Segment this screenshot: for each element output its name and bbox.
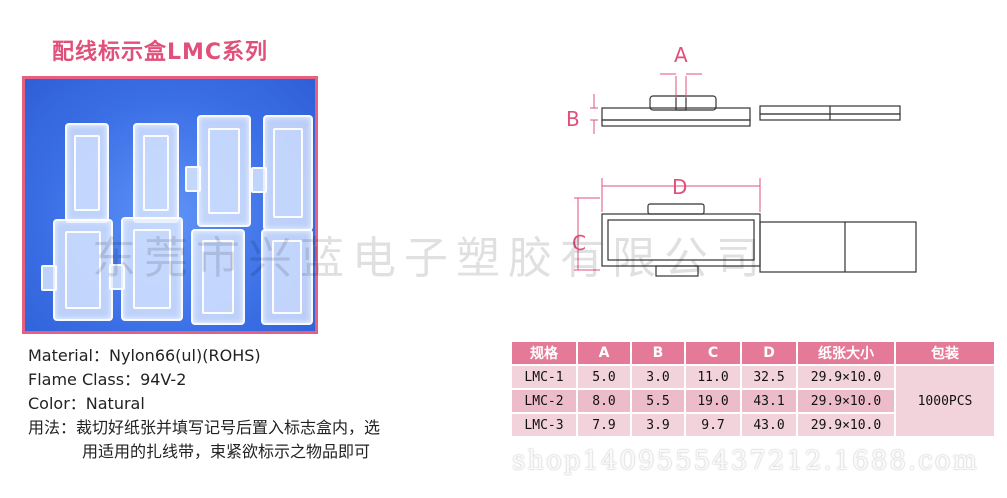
table-header-row: 规格 A B C D 纸张大小 包装 <box>510 340 996 366</box>
label-holder-clip <box>109 217 183 321</box>
company-watermark: 东莞市兴蓝电子塑胶有限公司 <box>92 233 768 284</box>
dimension-label-a: A <box>674 43 688 67</box>
cell-c: 9.7 <box>684 412 742 438</box>
usage-line-1: 用法：裁切好纸张并填写记号后置入标志盒内，选 <box>28 418 381 437</box>
table-row: LMC-2 8.0 5.5 19.0 43.1 29.9×10.0 <box>510 388 995 414</box>
dimension-label-c: C <box>572 231 586 255</box>
label-holder-clip <box>261 229 313 325</box>
label-holder-clip <box>251 115 313 231</box>
technical-drawing: A B D C <box>566 43 917 277</box>
cell-b: 3.0 <box>630 364 686 390</box>
column-header: D <box>740 340 798 366</box>
column-header: 规格 <box>510 340 578 366</box>
product-photo <box>22 76 318 334</box>
label-holder-clip <box>133 123 179 223</box>
label-holder-clip <box>191 229 245 325</box>
spec-list: Material：Nylon66(ul)(ROHS) Flame Class：9… <box>28 344 380 464</box>
material-spec: Material：Nylon66(ul)(ROHS) <box>28 346 261 365</box>
flame-class-spec: Flame Class：94V-2 <box>28 370 187 389</box>
cell-c: 19.0 <box>684 388 742 414</box>
cell-b: 5.5 <box>630 388 686 414</box>
model-cell: LMC-1 <box>510 364 578 390</box>
model-cell: LMC-2 <box>510 388 578 414</box>
cell-a: 8.0 <box>576 388 632 414</box>
dimension-label-d: D <box>672 175 687 199</box>
label-holder-clip <box>65 123 109 223</box>
page-title: 配线标示盒LMC系列 <box>52 40 269 65</box>
paper-size-cell: 29.9×10.0 <box>796 412 896 438</box>
shop-url-watermark: shop1409555437212.1688.com <box>512 446 979 476</box>
column-header: 包装 <box>894 340 996 366</box>
dimension-label-b: B <box>566 107 580 131</box>
color-spec: Color：Natural <box>28 394 145 413</box>
spec-table: 规格 A B C D 纸张大小 包装 LMC-1 5.0 3.0 11.0 32… <box>510 340 996 438</box>
table-row: LMC-3 7.9 3.9 9.7 43.0 29.9×10.0 <box>510 412 995 438</box>
column-header: A <box>576 340 632 366</box>
cell-a: 7.9 <box>576 412 632 438</box>
cell-d: 32.5 <box>740 364 798 390</box>
cell-a: 5.0 <box>576 364 632 390</box>
cell-c: 11.0 <box>684 364 742 390</box>
column-header: 纸张大小 <box>796 340 896 366</box>
paper-size-cell: 29.9×10.0 <box>796 364 896 390</box>
cell-b: 3.9 <box>630 412 686 438</box>
model-cell: LMC-3 <box>510 412 578 438</box>
table-row: LMC-1 5.0 3.0 11.0 32.5 29.9×10.0 1000PC… <box>510 364 996 438</box>
cell-d: 43.0 <box>740 412 798 438</box>
column-header: C <box>684 340 742 366</box>
label-holder-clip <box>185 115 251 227</box>
usage-line-2: 用适用的扎线带，束紧欲标示之物品即可 <box>82 442 371 461</box>
packing-cell: 1000PCS <box>894 364 996 438</box>
cell-d: 43.1 <box>740 388 798 414</box>
column-header: B <box>630 340 686 366</box>
paper-size-cell: 29.9×10.0 <box>796 388 896 414</box>
label-holder-clip <box>41 219 113 321</box>
